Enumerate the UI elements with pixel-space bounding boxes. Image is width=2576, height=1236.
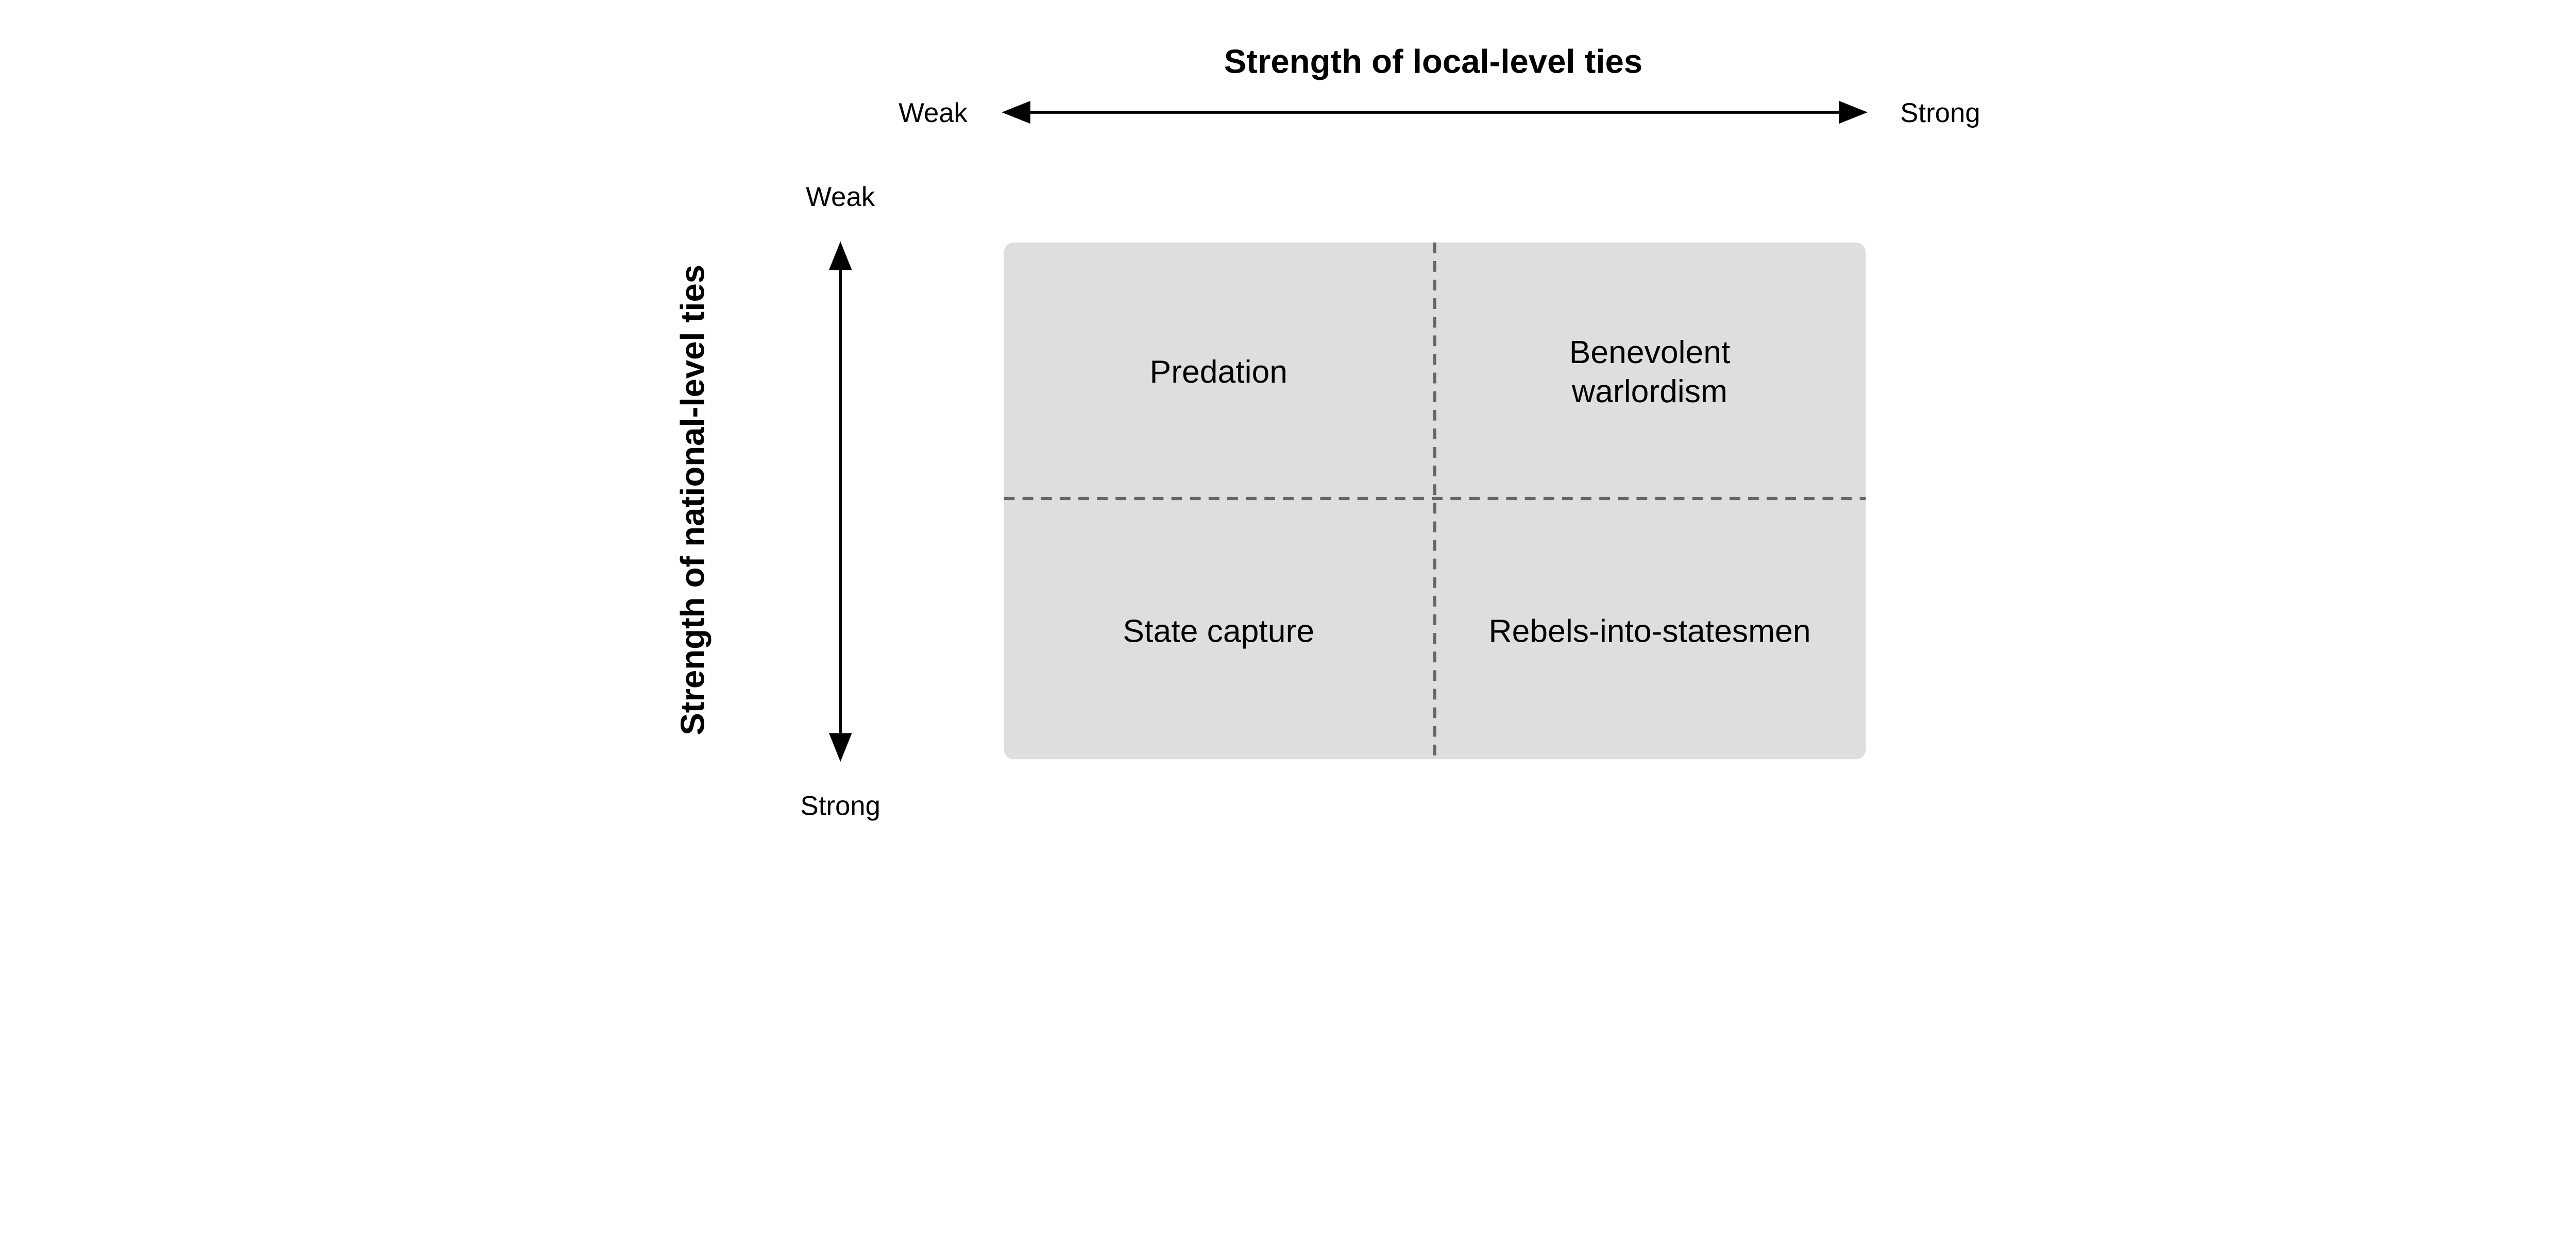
x-axis-weak-label: Weak <box>899 98 968 128</box>
y-axis-title: Strength of national-level ties <box>674 265 711 735</box>
quadrant-state-capture: State capture <box>1123 613 1314 649</box>
y-axis-strong-label: Strong <box>801 791 880 821</box>
typology-diagram: Strength of local-level ties Weak Strong… <box>674 43 1980 821</box>
quadrant-benevolent-warlordism-line1: Benevolent <box>1569 334 1731 370</box>
x-axis-strong-label: Strong <box>1900 98 1980 128</box>
quadrant-predation: Predation <box>1150 354 1287 390</box>
x-axis-title: Strength of local-level ties <box>1224 43 1642 80</box>
quadrant-rebels-into-statesmen: Rebels-into-statesmen <box>1489 613 1811 649</box>
quadrant-benevolent-warlordism-line2: warlordism <box>1571 373 1727 409</box>
quadrant-grid <box>1004 242 1866 760</box>
y-axis-weak-label: Weak <box>806 182 875 212</box>
